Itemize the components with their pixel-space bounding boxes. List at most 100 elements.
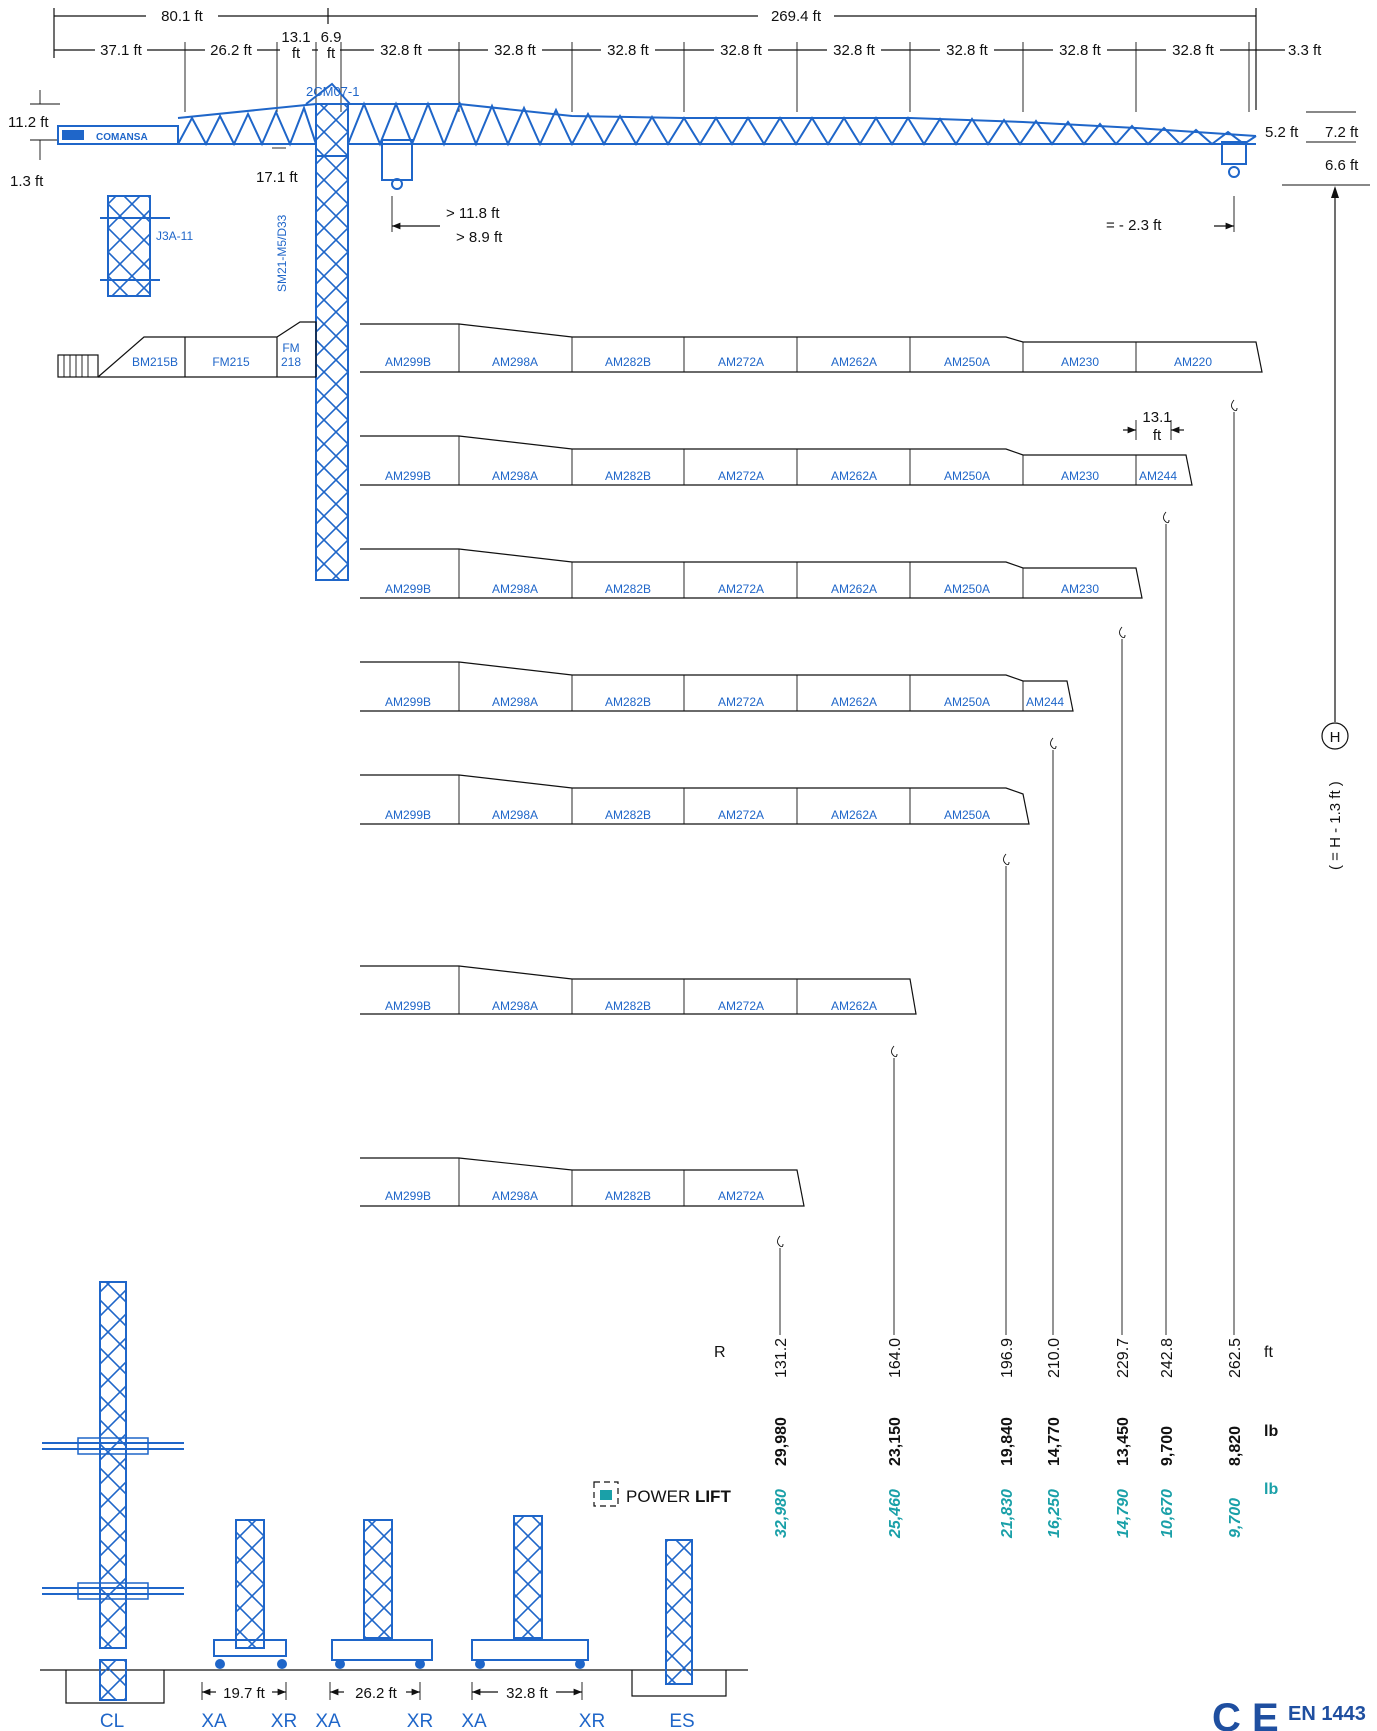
jib5-seg-2: AM298A xyxy=(492,808,538,822)
jib6-seg-3: AM282B xyxy=(605,999,651,1013)
trolley-min-1: > 11.8 ft xyxy=(446,205,500,222)
tip-dim-b: 7.2 ft xyxy=(1325,124,1359,141)
counterweight-block xyxy=(57,125,179,145)
brand-label: COMANSA xyxy=(96,132,148,143)
trolley-outer xyxy=(1221,141,1247,165)
jib-config-7: AM299B AM298A AM282B AM272A xyxy=(360,1157,805,1207)
radius-4: 210.0 xyxy=(1046,1338,1063,1378)
jib1-seg-4: AM272A xyxy=(718,355,764,369)
svg-text:POWER LIFT: POWER LIFT xyxy=(626,1487,731,1506)
jib4-seg-5: AM262A xyxy=(831,695,877,709)
jib2-seg-2: AM298A xyxy=(492,469,538,483)
load-unit: lb xyxy=(1264,1423,1278,1440)
jib5-seg-5: AM262A xyxy=(831,808,877,822)
load-pl-4: 16,250 xyxy=(1046,1489,1063,1538)
hook-lines xyxy=(777,399,1238,1335)
hook-210 xyxy=(1050,737,1057,1335)
jib6-seg-2: AM298A xyxy=(492,999,538,1013)
jib2-seg-7: AM230 xyxy=(1061,469,1099,483)
mast xyxy=(315,155,349,581)
load-7: 8,820 xyxy=(1227,1426,1244,1466)
ce-mark: C E EN 1443 xyxy=(1212,1696,1366,1731)
load-powerlift-values: 32,980 25,460 21,830 16,250 14,790 10,67… xyxy=(773,1489,1244,1539)
base-type-es: ES xyxy=(669,1711,694,1731)
jib3-seg-5: AM262A xyxy=(831,582,877,596)
hook-229 xyxy=(1119,626,1126,1335)
jib7-seg-4: AM272A xyxy=(718,1189,764,1203)
powerlift-text: POWER xyxy=(626,1487,695,1506)
counter-height: 11.2 ft xyxy=(8,114,49,131)
counter-total-dim: 80.1 ft xyxy=(161,8,204,25)
jib3-seg-4: AM272A xyxy=(718,582,764,596)
hook-242 xyxy=(1163,511,1170,1335)
jib-config-6: AM299B AM298A AM282B AM272A AM262A xyxy=(360,965,917,1015)
jib4-seg-6: AM250A xyxy=(944,695,990,709)
jib1-seg-3: AM282B xyxy=(605,355,651,369)
trolley-min-2: > 8.9 ft xyxy=(456,229,503,246)
jib-part-1: 32.8 ft xyxy=(380,42,423,59)
base-type-xr-2: XR xyxy=(407,1711,433,1731)
jib5-seg-1: AM299B xyxy=(385,808,431,822)
powerlift-text-bold: LIFT xyxy=(695,1487,731,1506)
load-values: 29,980 23,150 19,840 14,770 13,450 9,700… xyxy=(773,1417,1244,1466)
trolley-formula: = - 2.3 ft xyxy=(1106,217,1162,234)
cj-section-1: BM215B xyxy=(132,355,178,369)
radius-7: 262.5 xyxy=(1227,1338,1244,1378)
load-table: R ft lb lb 131.2 164.0 196.9 210.0 229.7… xyxy=(593,1338,1278,1539)
jib1-seg-1: AM299B xyxy=(385,355,431,369)
jib-config-4: AM299B AM298A AM282B AM272A AM262A AM250… xyxy=(360,661,1074,712)
head-label: 2CM07-1 xyxy=(306,84,359,99)
hook-164 xyxy=(891,1045,898,1335)
load-pl-5: 14,790 xyxy=(1115,1489,1132,1538)
jib2-extra-bottom: ft xyxy=(1153,427,1162,444)
jib2-seg-3: AM282B xyxy=(605,469,651,483)
jib2-seg-5: AM262A xyxy=(831,469,877,483)
climbing-label: J3A-11 xyxy=(156,229,193,243)
top-dimensions: 80.1 ft 269.4 ft 37.1 ft 26.2 ft 13.1 ft… xyxy=(53,6,1322,112)
side-dimensions: 11.2 ft 1.3 ft 17.1 ft 5.2 ft 7.2 ft 6.6… xyxy=(8,90,1370,190)
base-type-xr-1: XR xyxy=(271,1711,297,1731)
jib4-seg-7: AM244 xyxy=(1026,695,1064,709)
counter-part-1: 37.1 ft xyxy=(100,42,143,59)
jib-config-3: AM299B AM298A AM282B AM272A AM262A AM250… xyxy=(360,548,1143,599)
height-indicator: H ( = H - 1.3 ft ) xyxy=(1321,186,1349,870)
jib4-seg-1: AM299B xyxy=(385,695,431,709)
load-pl-3: 21,830 xyxy=(999,1489,1016,1539)
jib-part-3: 32.8 ft xyxy=(607,42,650,59)
mast-dim-bottom: ft xyxy=(327,45,336,62)
base-type-xa-3: XA xyxy=(461,1711,487,1731)
hook-262 xyxy=(1231,399,1238,1335)
tip-dim: 3.3 ft xyxy=(1288,42,1322,59)
jib1-seg-6: AM250A xyxy=(944,355,990,369)
tip-dim-a: 5.2 ft xyxy=(1265,124,1299,141)
jib4-seg-3: AM282B xyxy=(605,695,651,709)
head-dim-bottom: ft xyxy=(292,45,301,62)
load-2: 23,150 xyxy=(887,1417,904,1466)
radius-2: 164.0 xyxy=(887,1338,904,1378)
jib2-seg-8: AM244 xyxy=(1139,469,1177,483)
load-pl-1: 32,980 xyxy=(773,1489,790,1538)
base-dim-3: 32.8 ft xyxy=(506,1685,549,1702)
radius-1: 131.2 xyxy=(773,1338,790,1378)
jib7-seg-3: AM282B xyxy=(605,1189,651,1203)
hook-131 xyxy=(777,1235,784,1335)
jib5-seg-4: AM272A xyxy=(718,808,764,822)
jib4-seg-4: AM272A xyxy=(718,695,764,709)
head-dim-top: 13.1 xyxy=(281,29,310,46)
jib3-seg-2: AM298A xyxy=(492,582,538,596)
jib2-seg-1: AM299B xyxy=(385,469,431,483)
jib1-seg-5: AM262A xyxy=(831,355,877,369)
tip-dim-c: 6.6 ft xyxy=(1325,157,1359,174)
jib-part-dims: 32.8 ft 32.8 ft 32.8 ft 32.8 ft 32.8 ft … xyxy=(374,40,1220,60)
jib4-seg-2: AM298A xyxy=(492,695,538,709)
jib6-seg-4: AM272A xyxy=(718,999,764,1013)
radius-unit: ft xyxy=(1264,1344,1273,1361)
crane-main: COMANSA 2CM07-1 SM21-M5/D33 J3A-11 > 11.… xyxy=(57,82,1257,581)
cj-section-3b: 218 xyxy=(281,355,301,369)
counter-offset: 1.3 ft xyxy=(10,173,44,190)
jib3-seg-6: AM250A xyxy=(944,582,990,596)
base-type-cl: CL xyxy=(100,1711,124,1731)
base-type-xr-3: XR xyxy=(579,1711,605,1731)
load-1: 29,980 xyxy=(773,1417,790,1466)
